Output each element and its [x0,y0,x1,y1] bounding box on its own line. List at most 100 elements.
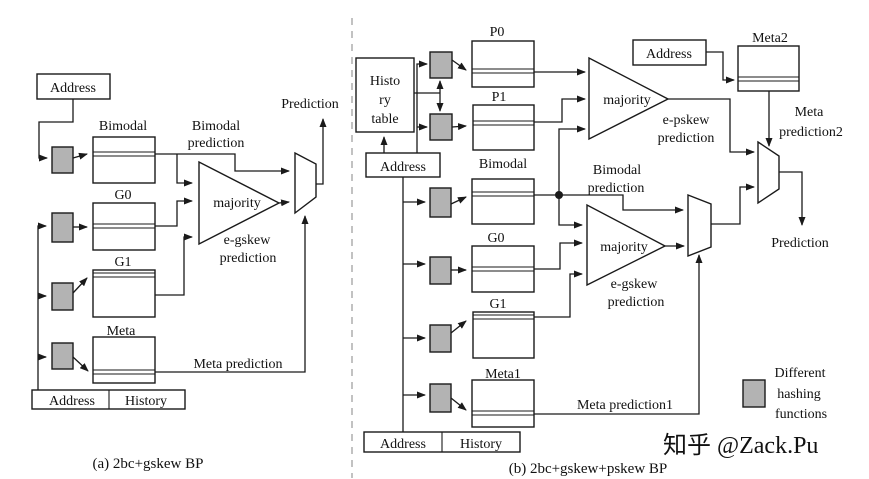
wire-a-bimodal-to-majority [176,154,193,187]
b-p1-table [472,104,535,151]
a-address-label: Address [50,81,96,96]
a-hash-box-g0 [51,212,74,243]
a-egskew-label-line1: e-gskew [224,233,272,248]
wire-b-g0-to-majority [534,239,583,270]
wire-b-hash-to-p0 [451,59,467,71]
wire-b-bimodal-to-majority-top [558,125,586,195]
b-epskew-label-line1: e-pskew [663,113,711,128]
b-g1-table-label: G1 [489,297,506,312]
a-hash-box-meta [51,342,74,370]
a-caption: (a) 2bc+gskew BP [93,456,204,472]
b-history-table-line2: ry [379,93,391,108]
wire-a-address-to-hash [38,99,74,162]
b-history-table-line3: table [371,112,398,127]
wire-a-distribution-g0 [37,222,47,390]
b-caption: (b) 2bc+gskew+pskew BP [509,461,668,477]
a-g0-table [92,202,156,251]
diagram-b: Histo ry table Address Address P0 P1 Bim… [355,25,843,477]
a-hash-box-bimodal [51,146,74,174]
a-majority-triangle [198,160,281,246]
b-mux-gskew [687,193,712,258]
watermark-zhihu: 知乎 @Zack.Pu [663,432,818,459]
b-majority-top-label: majority [603,93,650,108]
wire-b-pskew-to-muxmain [668,98,755,156]
b-address-left-label: Address [380,160,426,175]
legend-hashing-functions: Different hashing functions [742,366,827,422]
b-p0-table-label: P0 [490,25,505,40]
b-bimodal-junction-dot [555,191,563,199]
b-meta-prediction1-label: Meta prediction1 [577,398,673,413]
wire-b-hash-to-bimodal [450,196,467,205]
a-g1-table [92,269,156,318]
wire-b-address-to-p0hash [416,60,428,153]
b-hash-box-p1 [429,113,453,141]
b-address-left-box [365,152,441,178]
a-meta-prediction-label: Meta prediction [193,357,282,372]
a-meta-table-label: Meta [107,324,137,339]
a-bimodal-prediction-line1: Bimodal [192,119,240,134]
a-bottom-address-label: Address [49,394,95,409]
wire-a-g1-to-majority [155,233,193,296]
b-meta1-table-label: Meta1 [485,367,521,382]
b-bimodal-prediction-line1: Bimodal [593,163,641,178]
b-g0-table [471,245,535,293]
a-bimodal-table [92,136,156,184]
wire-a-meta-prediction [155,215,309,373]
b-history-table-line1: Histo [370,74,400,89]
a-g0-table-label: G0 [114,188,131,203]
b-p0-table [471,40,535,88]
b-g1-table [472,311,535,359]
b-hash-box-meta1 [429,383,452,413]
b-bimodal-table [471,178,535,225]
b-address-topright-box [632,39,707,66]
wire-b-muxsmall-to-muxmain [711,183,755,225]
wire-b-meta-prediction1 [534,254,703,415]
b-majority-triangle-gskew [586,203,667,287]
b-majority-bottom-label: majority [600,240,647,255]
wire-a-bimodal-row-to-mux [155,153,290,175]
b-meta-prediction2-line1: Meta [795,105,825,120]
b-meta2-table [737,45,800,92]
a-meta-table [92,336,156,384]
a-majority-label: majority [213,196,260,211]
wire-a-hash-to-meta [72,356,89,372]
a-hash-box-g1 [51,282,74,311]
b-mux-final [757,140,780,205]
a-bottom-history-label: History [125,394,167,409]
b-prediction-label: Prediction [771,236,829,251]
b-egskew-label-line1: e-gskew [611,277,659,292]
legend-line1: Different [774,366,825,381]
b-bottom-address-label: Address [380,437,426,452]
wire-a-hash-to-g1 [72,277,88,294]
b-g0-table-label: G0 [487,231,504,246]
b-bimodal-table-label: Bimodal [479,157,527,172]
wire-b-hash-to-meta1 [450,397,467,411]
b-meta2-table-label: Meta2 [752,31,788,46]
b-p1-table-label: P1 [492,90,507,105]
b-egskew-label-line2: prediction [608,295,665,310]
wire-b-bimodal-to-majority-bottom [558,195,583,229]
legend-line2: hashing [777,387,821,402]
a-egskew-label-line2: prediction [220,251,277,266]
b-hash-box-bimodal [429,187,452,218]
wire-a-mux-output [316,118,327,185]
a-address-box [36,73,111,100]
b-meta-prediction2-line2: prediction2 [779,125,843,140]
wire-b-address-to-meta2 [706,51,735,84]
b-hash-box-p0 [429,51,453,79]
a-mux [294,151,317,215]
a-bimodal-table-label: Bimodal [99,119,147,134]
wire-b-hash-to-p1 [451,123,467,131]
diagram-a: Address Bimodal G0 G1 Meta majority Bimo… [31,73,339,472]
b-history-table-box [355,57,415,133]
wire-b-g1-to-majority [534,270,583,318]
legend-hash-box-icon [742,379,766,408]
wire-b-p1-to-majority [534,95,586,123]
b-bimodal-prediction-line2: prediction [588,181,645,196]
wire-a-majority-to-mux [278,199,290,207]
b-meta1-table [471,379,535,428]
wire-b-bimodal-to-muxsmall [534,194,684,214]
b-address-topright-label: Address [646,47,692,62]
